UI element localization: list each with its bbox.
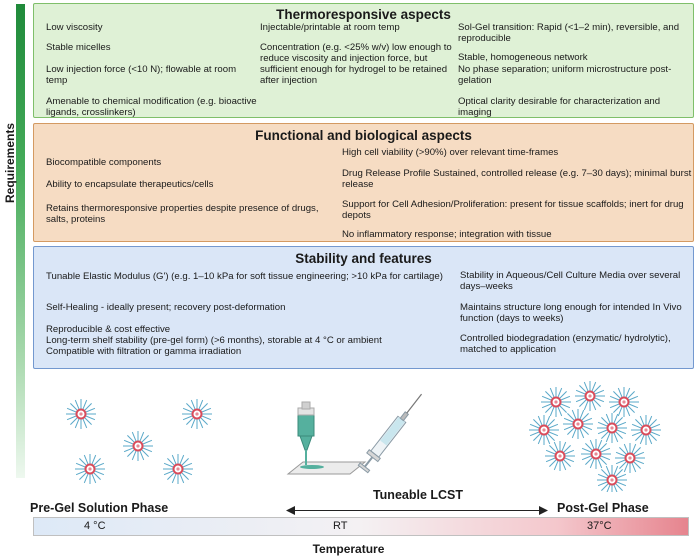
requirements-gradient-bar (16, 4, 25, 478)
req-text: Controlled biodegradation (enzymatic/ hy… (460, 333, 671, 355)
requirements-label: Requirements (3, 122, 17, 204)
req-text: Stable, homogeneous network (458, 52, 588, 63)
req-text: Amenable to chemical modification (e.g. … (46, 96, 257, 118)
req-text: Tunable Elastic Modulus (G') (e.g. 1–10 … (46, 271, 443, 282)
req-text: Compatible with filtration or gamma irra… (46, 346, 242, 357)
req-text: No phase separation; uniform microstruct… (458, 64, 672, 86)
thermoresponsive-panel: Thermoresponsive aspects Low viscosity S… (33, 3, 694, 118)
req-text: Low viscosity (46, 22, 103, 33)
temperature-gradient-bar (33, 517, 689, 536)
req-text: No inflammatory response; integration wi… (342, 229, 552, 240)
req-text: Injectable/printable at room temp (260, 22, 400, 33)
req-text: Maintains structure long enough for inte… (460, 302, 682, 324)
temperature-axis-label: Temperature (312, 542, 385, 556)
lcst-label: Tuneable LCST (372, 488, 464, 502)
req-text: High cell viability (>90%) over relevant… (342, 147, 559, 158)
illustration (65, 380, 662, 492)
req-text: Self-Healing - ideally present; recovery… (46, 302, 286, 313)
req-text: Drug Release Profile Sustained, controll… (342, 168, 692, 190)
temp-mid-label: RT (333, 520, 348, 532)
syringe-icon (357, 393, 423, 474)
req-text: Retains thermoresponsive properties desp… (46, 203, 319, 225)
micelle-icon (65, 398, 213, 485)
temp-high-label: 37°C (587, 520, 612, 532)
printer-nozzle-icon (286, 401, 367, 475)
req-text: Support for Cell Adhesion/Proliferation:… (342, 199, 684, 221)
req-text: Low injection force (<10 N); flowable at… (46, 64, 237, 86)
micelle-network-icon (528, 380, 662, 492)
req-text: Stability in Aqueous/Cell Culture Media … (460, 270, 681, 292)
req-text: Long-term shelf stability (pre-gel form)… (46, 335, 382, 346)
lcst-arrow (293, 510, 541, 511)
functional-panel: Functional and biological aspects Biocom… (33, 123, 694, 242)
req-text: Ability to encapsulate therapeutics/cell… (46, 179, 214, 190)
req-text: Concentration (e.g. <25% w/v) low enough… (260, 42, 452, 86)
req-text: Optical clarity desirable for characteri… (458, 96, 661, 118)
stability-panel: Stability and features Tunable Elastic M… (33, 246, 694, 369)
functional-title: Functional and biological aspects (255, 128, 472, 143)
req-text: Reproducible & cost effective (46, 324, 171, 335)
req-text: Stable micelles (46, 42, 111, 53)
pre-gel-phase-label: Pre-Gel Solution Phase (30, 501, 169, 515)
req-text: Biocompatible components (46, 157, 162, 168)
post-gel-phase-label: Post-Gel Phase (557, 501, 649, 515)
temp-low-label: 4 °C (84, 520, 106, 532)
lcst-arrow-heads (286, 506, 548, 515)
stability-title: Stability and features (295, 251, 432, 266)
thermoresponsive-title: Thermoresponsive aspects (276, 7, 451, 22)
req-text: Sol-Gel transition: Rapid (<1–2 min), re… (458, 22, 680, 44)
